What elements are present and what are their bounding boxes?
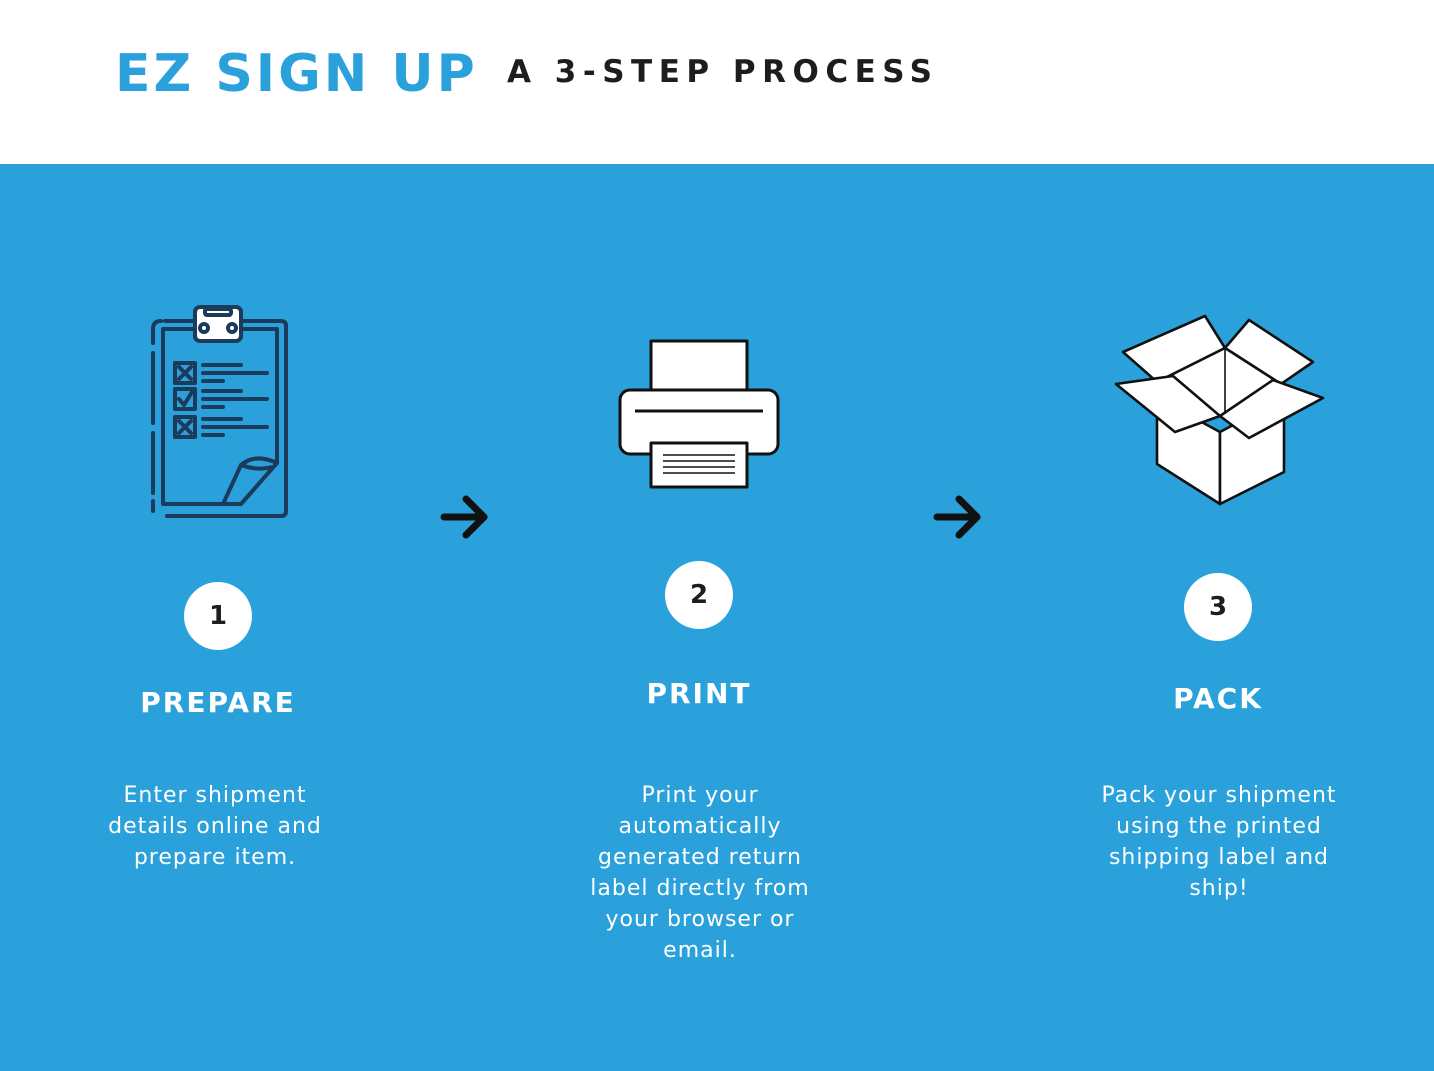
step-title-pack: PACK — [1173, 682, 1263, 715]
step-title-prepare: PREPARE — [140, 686, 296, 719]
printer-icon — [618, 339, 780, 489]
step-number-badge: 3 — [1184, 573, 1252, 641]
brand-title: EZ SIGN UP — [115, 44, 478, 104]
step-description: Enter shipment details online and prepar… — [108, 783, 322, 870]
step-number-badge: 1 — [184, 582, 252, 650]
step-description: Print your automatically generated retur… — [590, 783, 810, 963]
arrow-right-icon — [933, 495, 981, 539]
header: EZ SIGN UP A 3-STEP PROCESS — [0, 0, 1434, 164]
step-description: Pack your shipment using the printed shi… — [1101, 783, 1337, 901]
tagline: A 3-STEP PROCESS — [507, 54, 939, 90]
arrow-right-icon — [440, 495, 488, 539]
clipboard-checklist-icon — [151, 305, 288, 518]
step-title-print: PRINT — [646, 677, 752, 710]
open-box-icon — [1114, 314, 1325, 506]
step-number-badge: 2 — [665, 561, 733, 629]
